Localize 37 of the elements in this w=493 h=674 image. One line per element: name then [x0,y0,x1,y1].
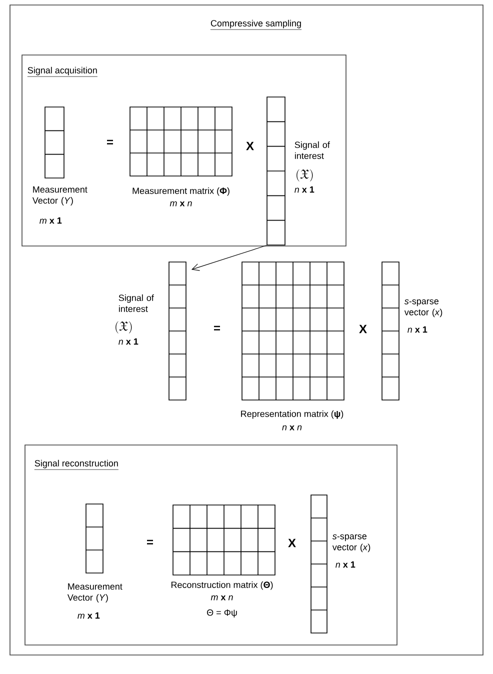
matrix-grid [44,106,64,178]
symbol-label: $(\mathfrak{X})$ [116,321,132,334]
matrix-caption: s-sparse vector (x) [332,534,370,552]
matrix-grid [266,96,286,246]
matrix-grid [168,262,186,400]
arrow [191,245,267,271]
operator-symbol: = [107,140,113,144]
matrix-grid [86,504,104,574]
operator-symbol: = [147,540,153,544]
matrix-caption: m x n [170,201,192,206]
matrix-grid [382,262,400,400]
matrix-caption: n x 1 [336,561,356,568]
matrix-caption: Measurement matrix (Φ) [132,187,230,196]
matrix-caption: Signal of interest [118,294,154,312]
matrix-grid [242,262,344,400]
matrix-caption: Θ = Φψ [207,609,237,618]
matrix-caption: s-sparse vector (x) [404,299,442,318]
operator-symbol: X [246,142,254,150]
matrix-caption: Representation matrix (ψ) [241,410,344,419]
matrix-caption: n x 1 [408,326,428,333]
operator-symbol: X [359,324,367,334]
matrix-caption: n x 1 [118,338,138,345]
operator-symbol: X [288,538,296,548]
matrix-caption: n x n [282,425,302,430]
matrix-caption: Reconstruction matrix (Θ) [171,581,273,590]
matrix-caption: m x 1 [40,217,62,224]
matrix-caption: Measurement Vector (Y) [67,583,122,602]
matrix-caption: n x 1 [294,186,314,193]
matrix-caption: Signal of interest [294,141,330,159]
matrix-grid [130,106,232,176]
matrix-grid [172,504,276,576]
matrix-caption: Measurement Vector (Y) [32,186,88,206]
operator-symbol: = [214,326,220,330]
matrix-grid [310,494,328,634]
symbol-label: $(\mathfrak{X})$ [296,169,313,182]
matrix-caption: m x 1 [78,612,100,619]
matrix-caption: m x n [210,595,233,600]
